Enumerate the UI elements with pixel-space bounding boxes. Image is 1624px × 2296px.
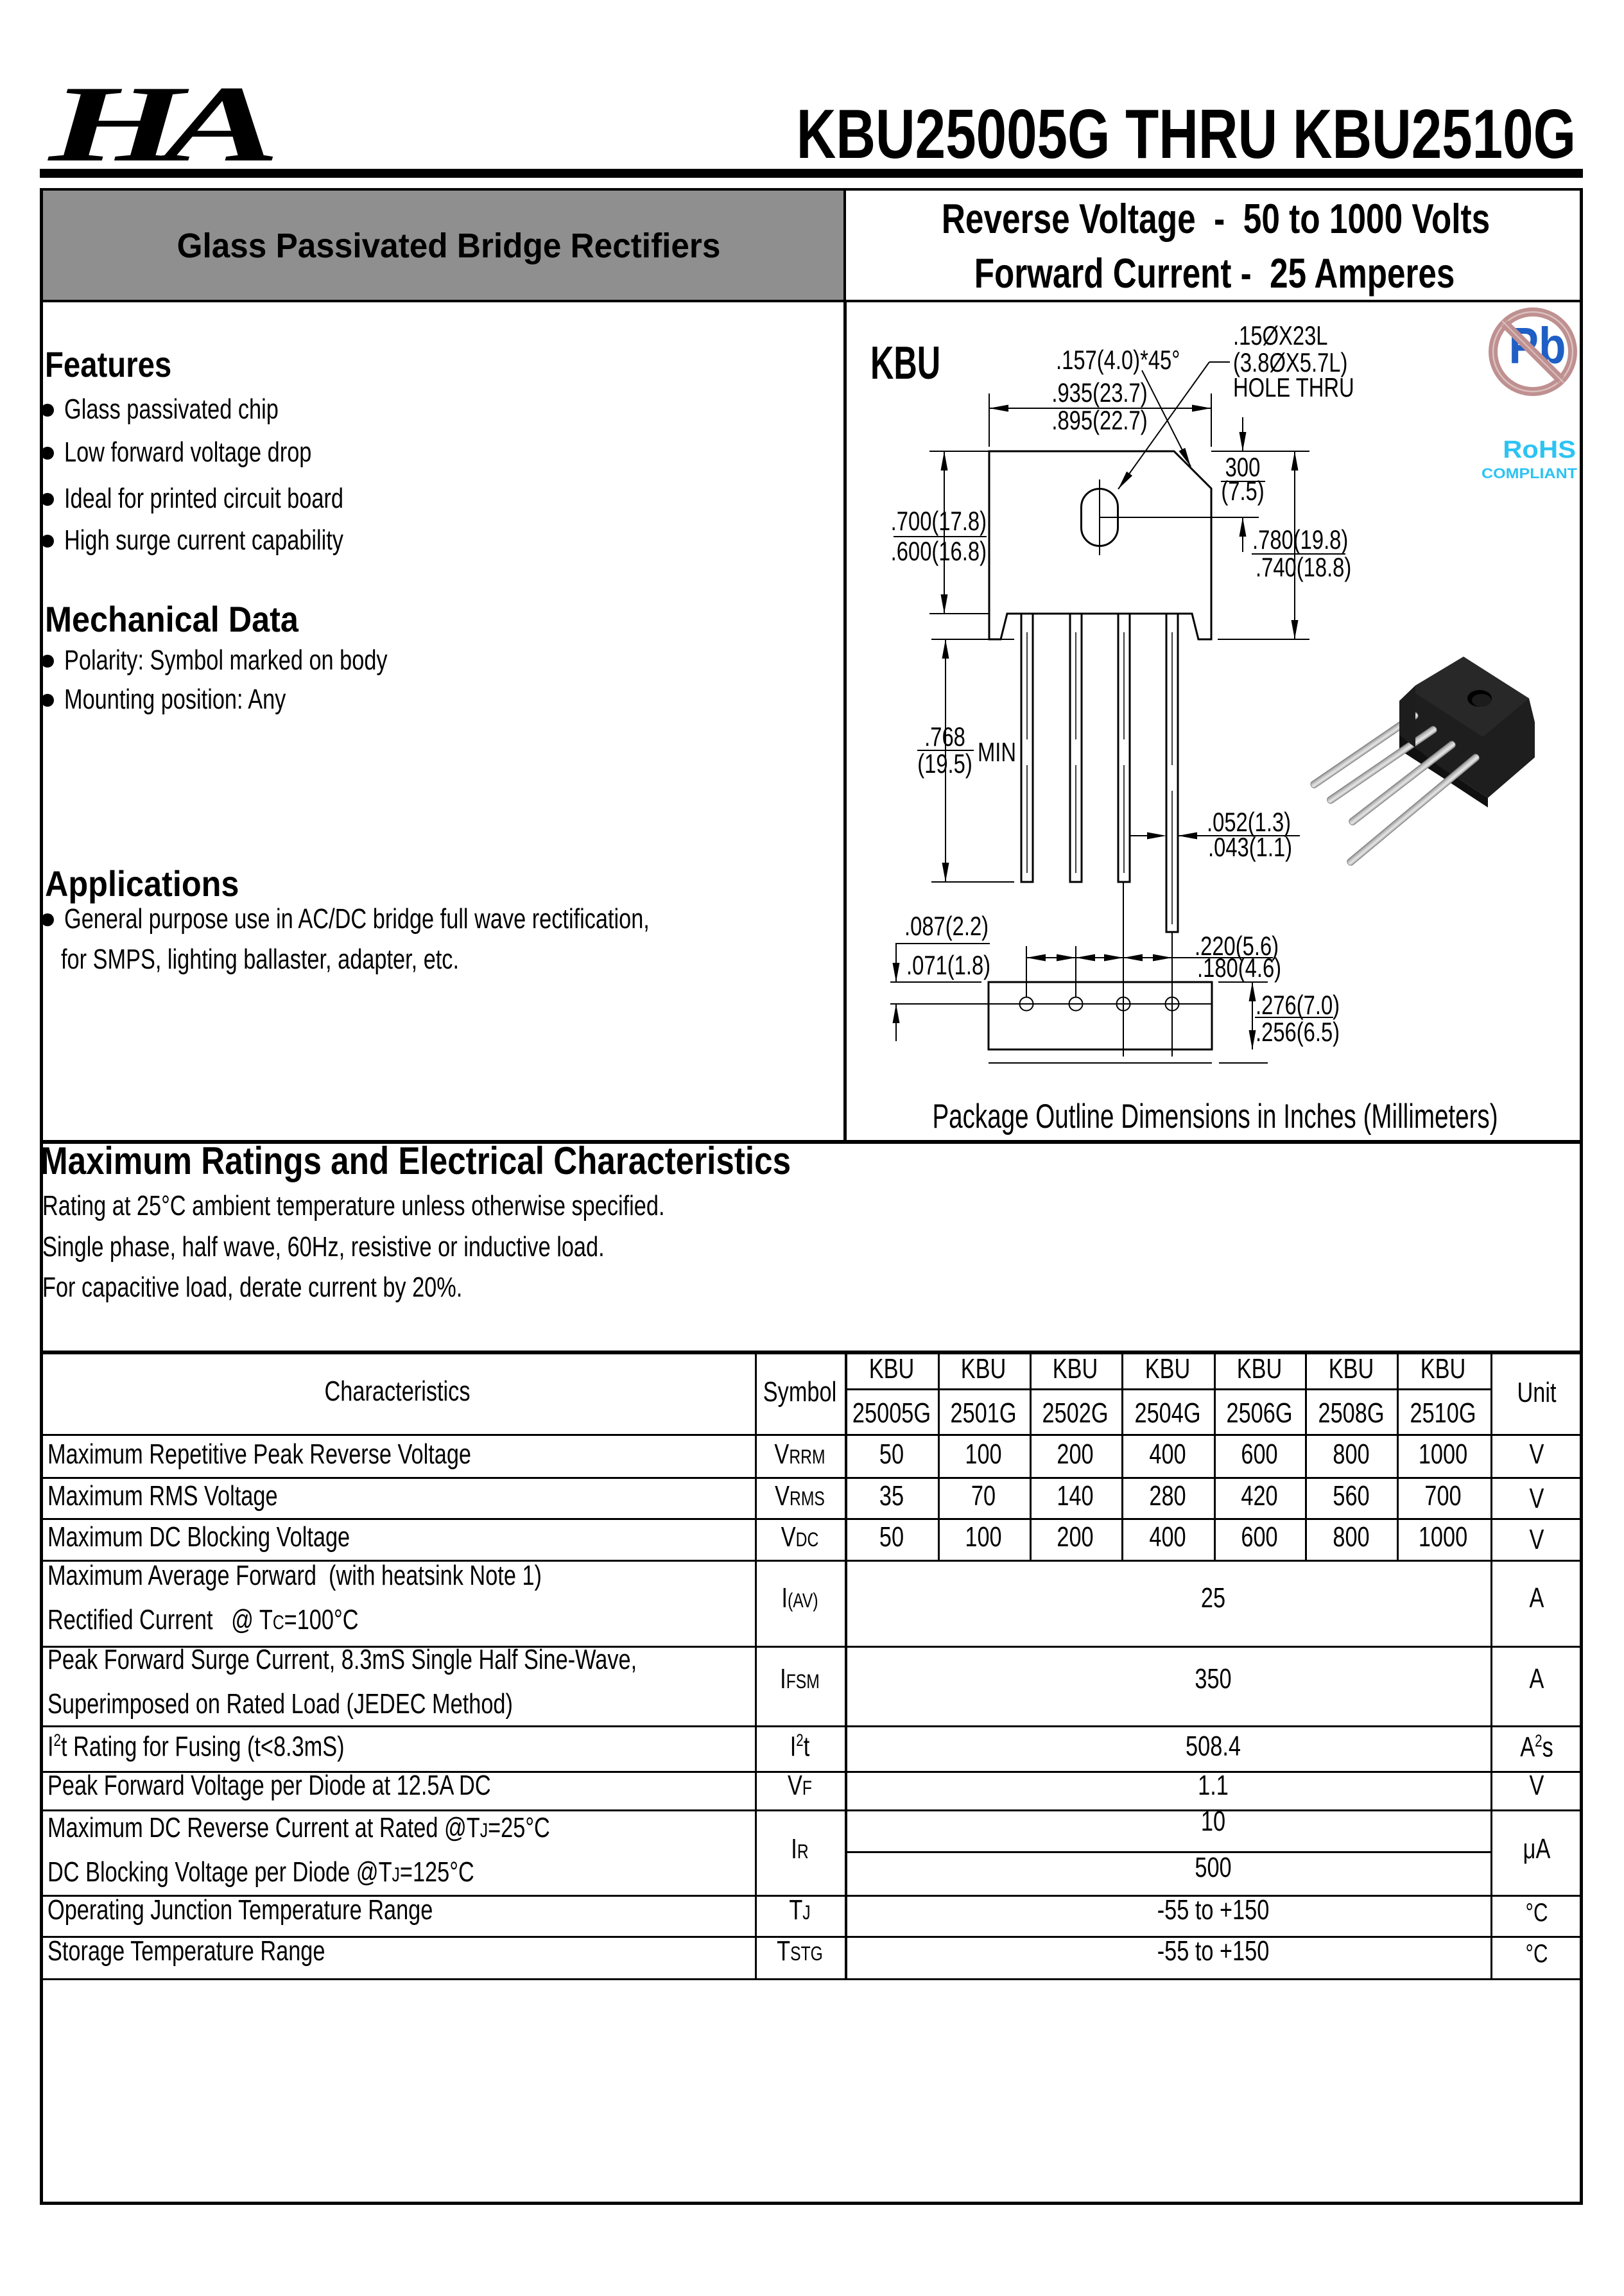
svg-text:HOLE THRU: HOLE THRU (1233, 372, 1354, 402)
svg-text:.600(16.8): .600(16.8) (891, 536, 987, 566)
svg-text:.15ØX23L: .15ØX23L (1233, 320, 1328, 350)
svg-text:(3.8ØX5.7L): (3.8ØX5.7L) (1233, 347, 1347, 377)
svg-text:(19.5): (19.5) (917, 748, 972, 779)
svg-text:.895(22.7): .895(22.7) (1051, 405, 1147, 435)
svg-text:.220(5.6): .220(5.6) (1195, 931, 1279, 961)
svg-text:RoHS: RoHS (1503, 436, 1576, 463)
svg-text:.071(1.8): .071(1.8) (906, 950, 990, 980)
svg-text:.780(19.8): .780(19.8) (1252, 524, 1348, 555)
svg-text:.052(1.3): .052(1.3) (1207, 807, 1291, 837)
svg-text:KBU: KBU (870, 338, 940, 389)
svg-text:Package Outline Dimensions in: Package Outline Dimensions in Inches (Mi… (932, 1097, 1498, 1135)
svg-text:.043(1.1): .043(1.1) (1208, 832, 1292, 862)
svg-text:300: 300 (1225, 452, 1261, 482)
svg-text:.935(23.7): .935(23.7) (1051, 377, 1147, 408)
svg-text:.740(18.8): .740(18.8) (1256, 552, 1351, 582)
svg-text:.256(6.5): .256(6.5) (1256, 1017, 1340, 1047)
svg-text:Pb: Pb (1509, 316, 1566, 374)
svg-text:COMPLIANT: COMPLIANT (1481, 465, 1578, 481)
svg-text:(7.5): (7.5) (1221, 476, 1264, 506)
svg-text:.700(17.8): .700(17.8) (891, 506, 987, 536)
svg-text:.768: .768 (924, 721, 965, 752)
svg-text:MIN: MIN (978, 737, 1016, 767)
svg-text:.276(7.0): .276(7.0) (1256, 990, 1340, 1020)
svg-text:.087(2.2): .087(2.2) (904, 911, 989, 941)
svg-text:.157(4.0)*45°: .157(4.0)*45° (1056, 345, 1180, 375)
svg-text:.180(4.6): .180(4.6) (1197, 953, 1281, 983)
